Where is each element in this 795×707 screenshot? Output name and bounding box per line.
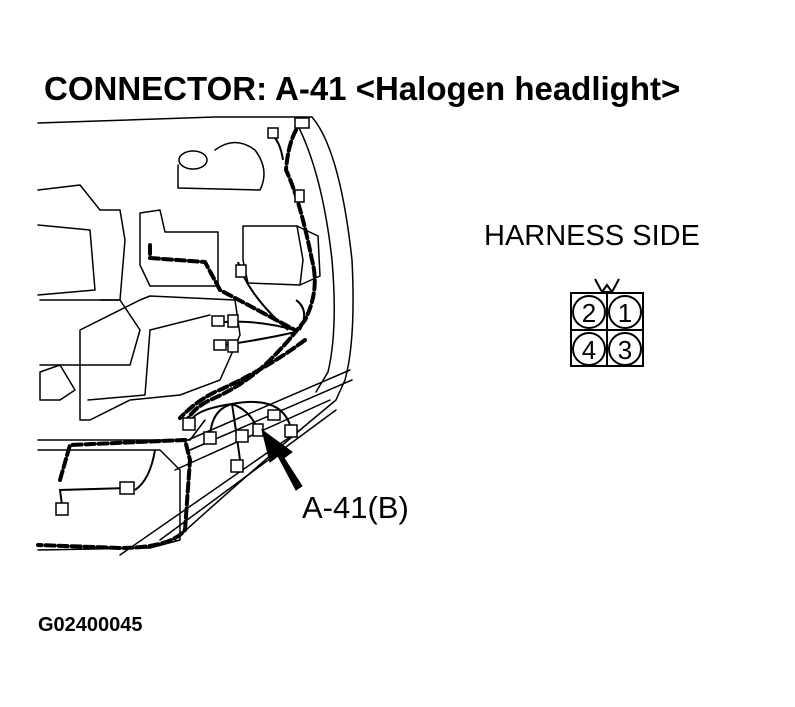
pin-label: 2 bbox=[582, 298, 596, 328]
air-cleaner-inner bbox=[87, 314, 211, 401]
air-cleaner bbox=[79, 295, 241, 421]
connector-blocks bbox=[55, 117, 310, 516]
intake-duct bbox=[39, 299, 141, 366]
strut-tower bbox=[37, 184, 126, 301]
pin-label: 1 bbox=[618, 298, 632, 328]
callout-arrow bbox=[261, 428, 303, 491]
fender-inner-line bbox=[294, 119, 335, 393]
reservoir-body bbox=[177, 141, 265, 191]
pin-circle-2 bbox=[572, 295, 606, 329]
pin-circle-3 bbox=[608, 332, 642, 366]
harness-side-label: HARNESS SIDE bbox=[484, 220, 700, 252]
fender-outline bbox=[37, 116, 354, 541]
figure-id: G02400045 bbox=[38, 614, 143, 636]
radiator-support-2 bbox=[37, 449, 181, 551]
pin-circle-1 bbox=[608, 295, 642, 329]
pin-label: 4 bbox=[582, 335, 596, 365]
harness-main-top bbox=[183, 128, 317, 427]
air-box-lid bbox=[139, 209, 219, 287]
frame-left bbox=[37, 224, 96, 296]
pin-label: 3 bbox=[618, 335, 632, 365]
connector-face bbox=[570, 278, 644, 367]
frame-left-lower bbox=[39, 364, 76, 401]
pin-circle-4 bbox=[572, 332, 606, 366]
reservoir-cap bbox=[178, 150, 208, 170]
connector-callout-label: A-41(B) bbox=[302, 490, 409, 525]
bumper-lower bbox=[159, 409, 337, 541]
page-title: CONNECTOR: A-41 <Halogen headlight> bbox=[44, 70, 681, 107]
wiring-harness bbox=[36, 128, 317, 551]
connector-lock-tab bbox=[594, 278, 620, 293]
battery-box bbox=[242, 225, 304, 286]
harness-branch-front bbox=[178, 338, 307, 420]
harness-branch-air bbox=[148, 243, 297, 332]
radiator-support bbox=[37, 419, 206, 441]
harness-lower-loop bbox=[36, 437, 193, 551]
